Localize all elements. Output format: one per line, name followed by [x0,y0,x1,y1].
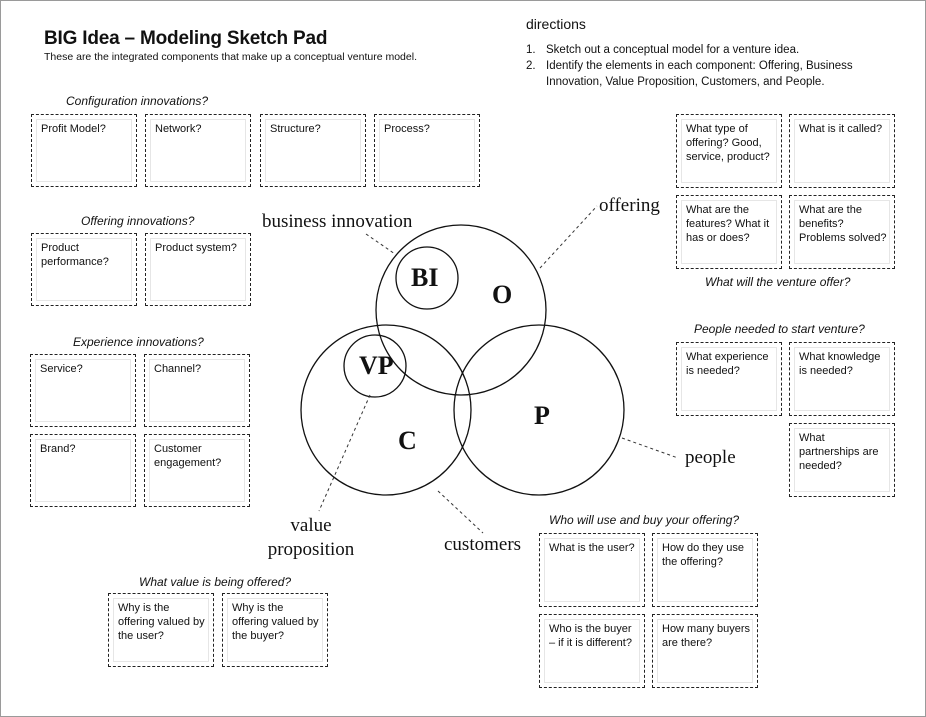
usage-box[interactable]: How do they use the offering? [652,533,758,607]
offering-name-box[interactable]: What is it called? [789,114,895,188]
user-value-box[interactable]: Why is the offering valued by the user? [108,593,214,667]
c-letter: C [398,426,417,455]
offering-innovations-heading: Offering innovations? [81,214,195,228]
structure-box[interactable]: Structure? [260,114,366,187]
o-letter: O [492,280,513,309]
p-letter: P [534,401,550,430]
process-box[interactable]: Process? [374,114,480,187]
brand-box[interactable]: Brand? [30,434,136,507]
experience-innovations-heading: Experience innovations? [73,335,204,349]
profit-model-box[interactable]: Profit Model? [31,114,137,187]
bi-letter: BI [411,263,439,292]
experience-needed-box[interactable]: What experience is needed? [676,342,782,416]
people-needed-heading: People needed to start venture? [694,322,865,336]
network-box[interactable]: Network? [145,114,251,187]
product-system-box[interactable]: Product system? [145,233,251,306]
page-subtitle: These are the integrated components that… [44,51,417,63]
venture-offer-heading: What will the venture offer? [705,275,851,289]
people-label: people [685,447,736,468]
offering-type-box[interactable]: What type of offering? Good, service, pr… [676,114,782,188]
offering-label: offering [599,195,660,216]
customers-label: customers [444,534,522,555]
vp-letter: VP [359,351,394,380]
value-proposition-label: value proposition [267,515,355,560]
knowledge-needed-box[interactable]: What knowledge is needed? [789,342,895,416]
direction-item: 1.Sketch out a conceptual model for a ve… [526,44,800,56]
direction-item: 2.Identify the elements in each componen… [526,60,853,88]
configuration-innovations-heading: Configuration innovations? [66,94,209,108]
service-box[interactable]: Service? [30,354,136,427]
directions-heading: directions [526,16,586,32]
offering-features-box[interactable]: What are the features? What it has or do… [676,195,782,269]
page-title: BIG Idea – Modeling Sketch Pad [44,28,328,49]
user-box[interactable]: What is the user? [539,533,645,607]
product-performance-box[interactable]: Product performance? [31,233,137,306]
buyer-value-box[interactable]: Why is the offering valued by the buyer? [222,593,328,667]
value-offered-heading: What value is being offered? [139,575,292,589]
buyer-count-box[interactable]: How many buyers are there? [652,614,758,688]
partnerships-needed-box[interactable]: What partnerships are needed? [789,423,895,497]
customer-engagement-box[interactable]: Customer engagement? [144,434,250,507]
offering-benefits-box[interactable]: What are the benefits? Problems solved? [789,195,895,269]
channel-box[interactable]: Channel? [144,354,250,427]
buyer-box[interactable]: Who is the buyer – if it is different? [539,614,645,688]
customers-heading: Who will use and buy your offering? [549,513,740,527]
directions-list: 1.Sketch out a conceptual model for a ve… [526,42,906,90]
business-innovation-label: business innovation [262,211,413,232]
